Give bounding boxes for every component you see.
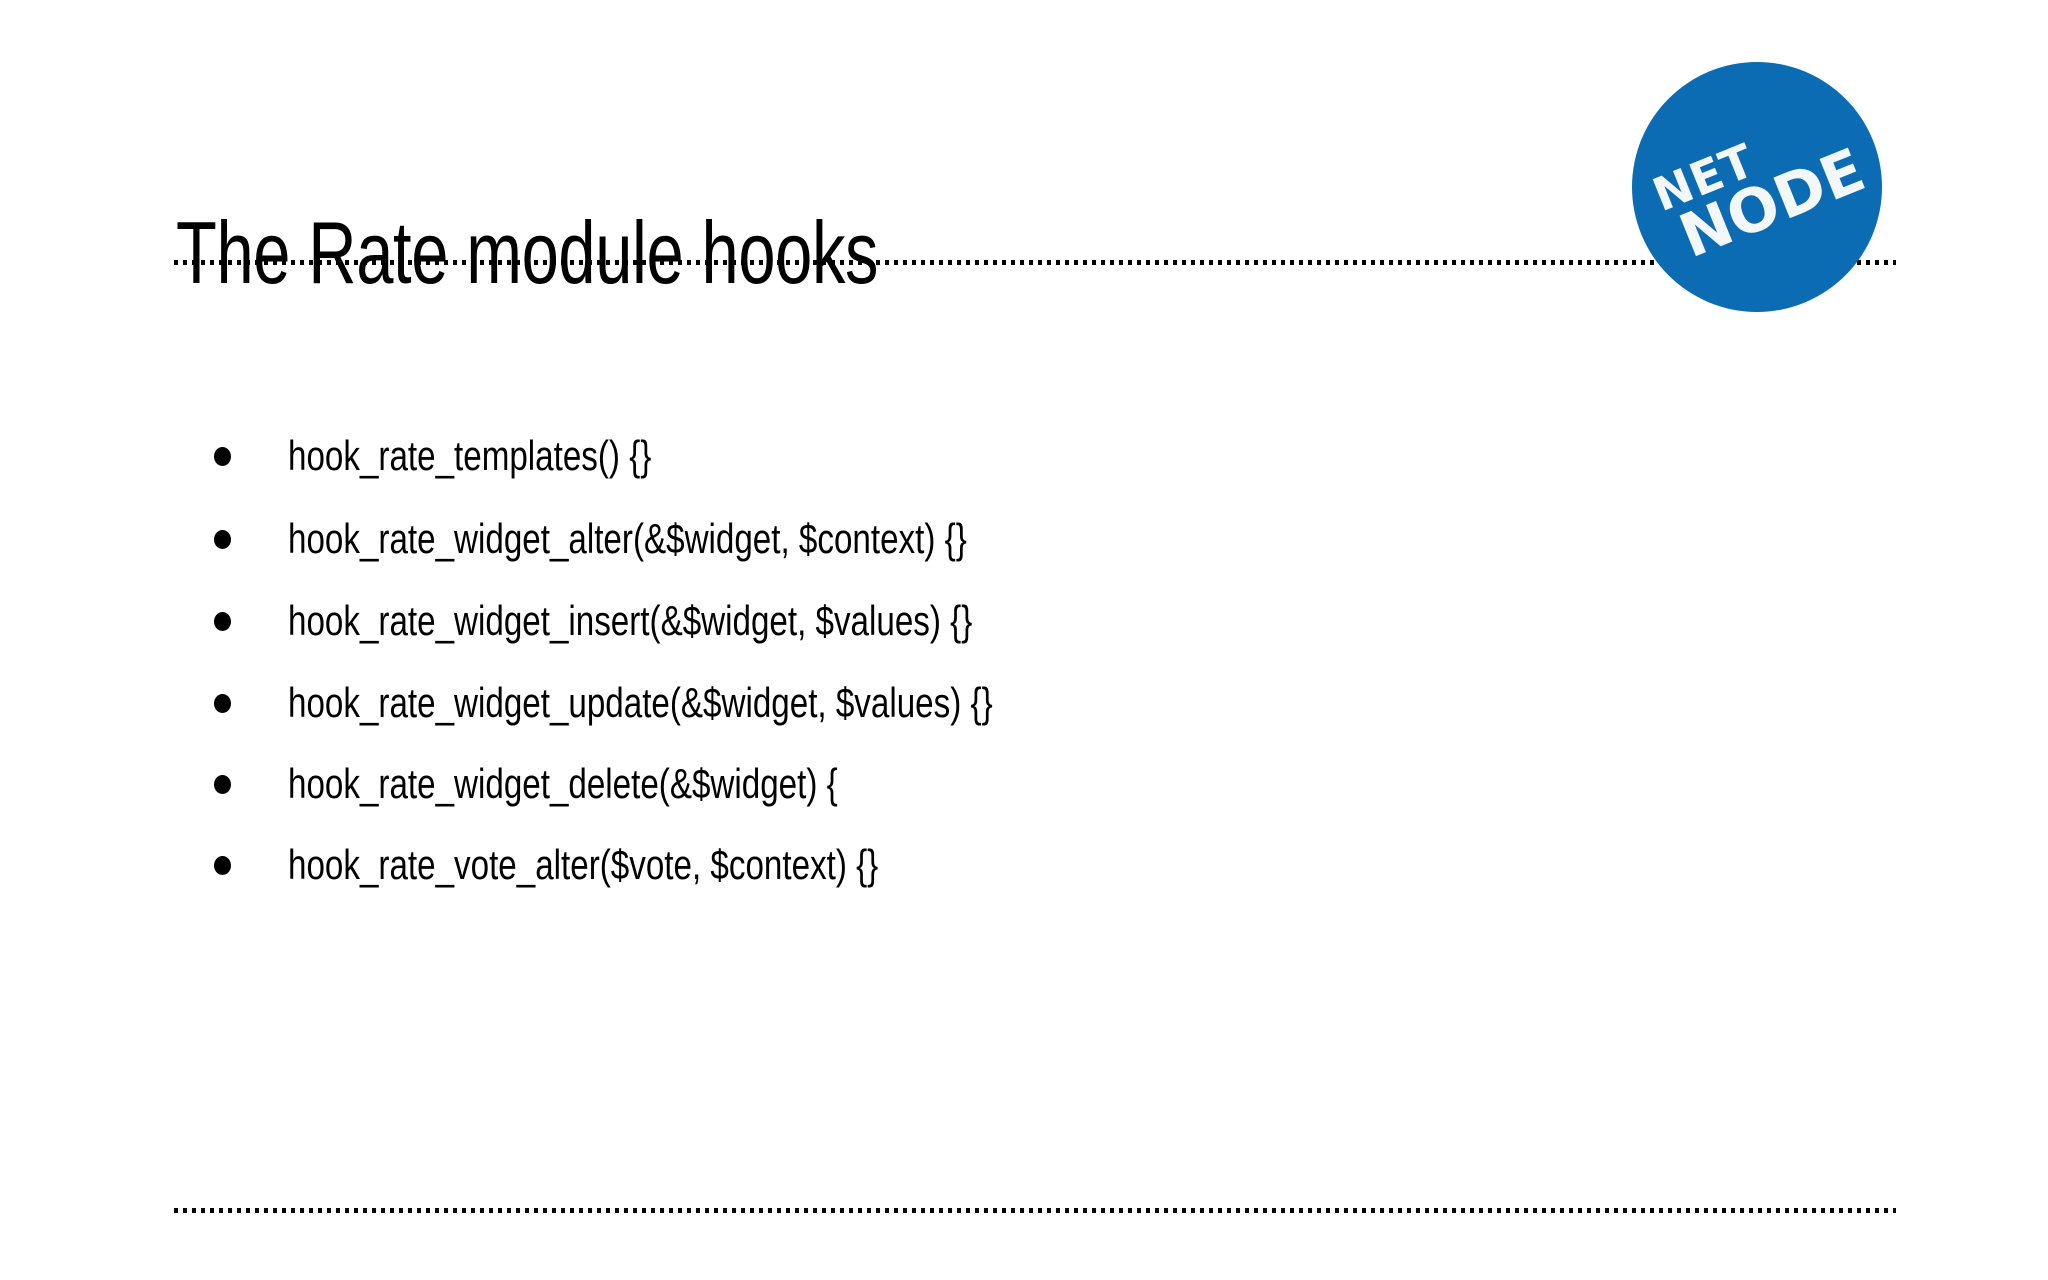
list-item: hook_rate_templates() {} xyxy=(214,434,748,478)
list-item-label: hook_rate_widget_insert(&$widget, $value… xyxy=(288,597,973,644)
bullet-icon xyxy=(214,446,231,466)
list-item: hook_rate_vote_alter($vote, $context) {} xyxy=(214,843,1035,887)
list-item-label: hook_rate_widget_delete(&$widget) { xyxy=(288,760,838,807)
list-item-label: hook_rate_widget_update(&$widget, $value… xyxy=(288,679,993,726)
logo-wordmark: NET NODE xyxy=(1642,102,1874,272)
list-item-label: hook_rate_widget_alter(&$widget, $contex… xyxy=(288,515,967,562)
list-item: hook_rate_widget_delete(&$widget) { xyxy=(214,762,984,806)
bullet-icon xyxy=(214,693,231,713)
list-item: hook_rate_widget_insert(&$widget, $value… xyxy=(214,599,1154,643)
footer-divider xyxy=(174,1208,1896,1213)
list-item-label: hook_rate_templates() {} xyxy=(288,432,652,479)
page-title: The Rate module hooks xyxy=(176,202,879,302)
list-item: hook_rate_widget_alter(&$widget, $contex… xyxy=(214,517,1147,561)
bullet-icon xyxy=(214,855,231,875)
list-item: hook_rate_widget_update(&$widget, $value… xyxy=(214,681,1180,725)
netnode-logo: NET NODE xyxy=(1632,62,1882,312)
bullet-icon xyxy=(214,611,231,631)
bullet-icon xyxy=(214,774,231,794)
header-divider xyxy=(174,260,1896,265)
list-item-label: hook_rate_vote_alter($vote, $context) {} xyxy=(288,841,879,888)
bullet-icon xyxy=(214,529,231,549)
